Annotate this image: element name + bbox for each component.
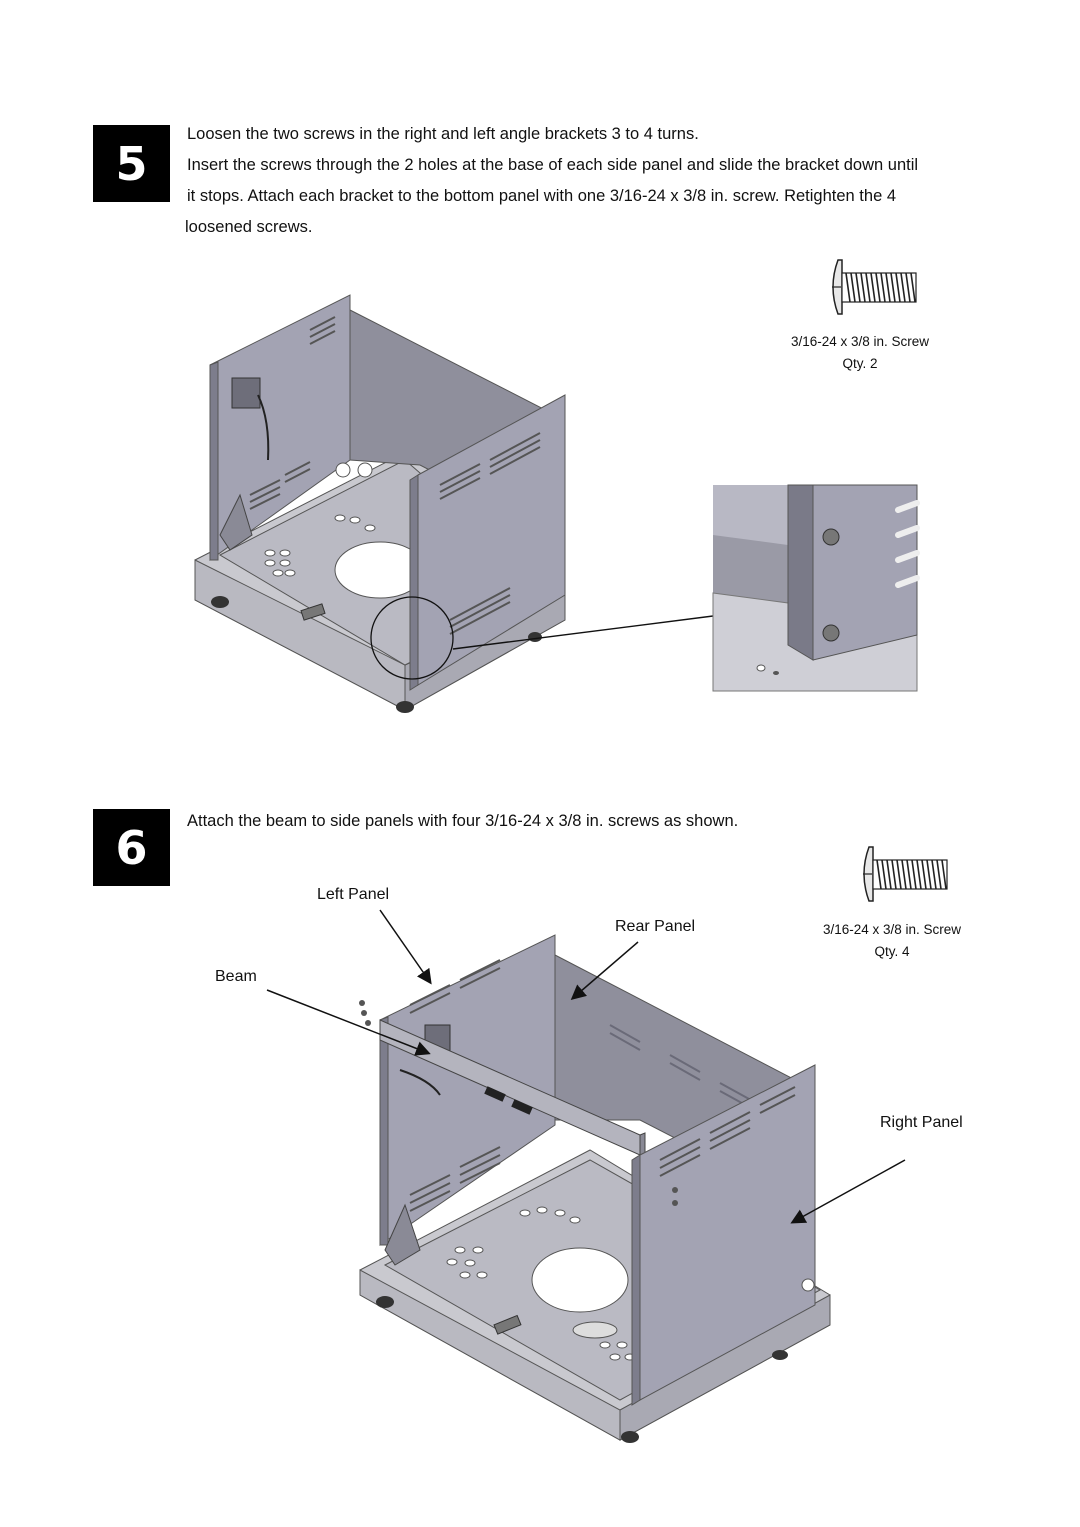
step-6-screw-spec: 3/16-24 x 3/8 in. Screw [822, 922, 962, 937]
step-5-screw-caption: 3/16-24 x 3/8 in. Screw Qty. 2 [770, 331, 950, 375]
step-5-badge: 5 [93, 125, 170, 202]
step-5-instructions: Loosen the two screws in the right and l… [185, 119, 1015, 243]
label-rear-panel: Rear Panel [615, 918, 696, 935]
step-6-number: 6 [115, 820, 148, 875]
step-6-badge: 6 [93, 809, 170, 886]
step-5-line-4: loosened screws. [185, 218, 313, 236]
step-5-number: 5 [115, 136, 148, 191]
cart-frame-illustration [194, 294, 566, 713]
step-6-screw-qty: Qty. 4 [874, 944, 910, 959]
step-6-instruction: Attach the beam to side panels with four… [187, 812, 739, 830]
label-beam: Beam [215, 968, 257, 985]
label-left-panel: Left Panel [317, 886, 390, 903]
step-5-line-2: Insert the screws through the 2 holes at… [187, 156, 919, 174]
bracket-detail-illustration [712, 484, 920, 692]
step-5-line-3: it stops. Attach each bracket to the bot… [187, 187, 897, 205]
step-6-screw-caption: 3/16-24 x 3/8 in. Screw Qty. 4 [802, 919, 982, 963]
step-5-screw-qty: Qty. 2 [842, 356, 878, 371]
step-5-screw-spec: 3/16-24 x 3/8 in. Screw [790, 334, 930, 349]
screw-icon [863, 846, 948, 902]
cart-frame-with-beam-illustration [359, 934, 831, 1443]
label-right-panel: Right Panel [880, 1114, 963, 1131]
screw-icon [832, 259, 917, 315]
step-5-line-1: Loosen the two screws in the right and l… [187, 125, 699, 143]
